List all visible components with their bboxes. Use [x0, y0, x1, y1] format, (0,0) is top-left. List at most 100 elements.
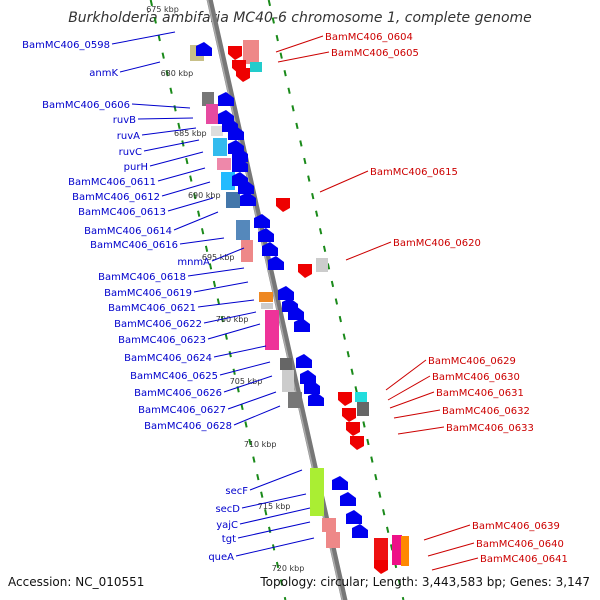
gene-label-left[interactable]: mnmA [177, 257, 210, 268]
forward-gene-arrow [268, 256, 284, 270]
scale-label: 710 kbp [244, 440, 277, 449]
gene-label-left[interactable]: BamMC406_0614 [84, 226, 172, 237]
gene-label-right[interactable]: BamMC406_0633 [446, 423, 534, 434]
forward-gene-arrow [232, 158, 248, 172]
left-gene-leader [143, 139, 200, 152]
gene-label-left[interactable]: BamMC406_0627 [138, 405, 226, 416]
gene-box [357, 402, 369, 416]
gene-box [355, 392, 367, 402]
gene-label-left[interactable]: anmK [89, 68, 118, 79]
gene-label-right[interactable]: BamMC406_0630 [432, 372, 520, 383]
gene-box [265, 310, 279, 350]
forward-gene-arrow [232, 148, 248, 162]
left-gene-leader [237, 521, 311, 539]
left-gene-leader [197, 299, 255, 308]
gene-label-left[interactable]: BamMC406_0616 [90, 240, 178, 251]
gene-label-left[interactable]: yajC [216, 520, 238, 531]
gene-box [226, 192, 240, 208]
gene-label-left[interactable]: BamMC406_0598 [22, 40, 110, 51]
gene-label-left[interactable]: BamMC406_0611 [68, 177, 156, 188]
gene-label-right[interactable]: BamMC406_0640 [476, 539, 564, 550]
left-gene-leader [241, 493, 307, 509]
forward-gene-arrow [196, 42, 212, 56]
forward-gene-arrow [296, 354, 312, 368]
gene-label-left[interactable]: BamMC406_0612 [72, 192, 160, 203]
left-gene-leader [149, 151, 204, 167]
gene-label-left[interactable]: queA [208, 552, 234, 563]
gene-label-right[interactable]: BamMC406_0615 [370, 167, 458, 178]
left-gene-leader [233, 405, 281, 426]
reverse-gene-arrow [374, 560, 388, 574]
scale-label: 675 kbp [146, 5, 179, 14]
right-gene-leader [423, 524, 471, 541]
gene-label-left[interactable]: ruvB [113, 115, 136, 126]
forward-gene-arrow [218, 92, 234, 106]
left-gene-leader [207, 323, 261, 340]
right-gene-leader [393, 409, 441, 419]
gene-label-right[interactable]: BamMC406_0641 [480, 554, 568, 565]
forward-gene-arrow [288, 306, 304, 320]
gene-label-left[interactable]: BamMC406_0624 [124, 353, 212, 364]
gene-label-left[interactable]: BamMC406_0622 [114, 319, 202, 330]
right-gene-leader [319, 170, 369, 193]
forward-gene-arrow [254, 214, 270, 228]
forward-gene-arrow [332, 476, 348, 490]
gene-label-left[interactable]: ruvC [119, 147, 142, 158]
gene-label-right[interactable]: BamMC406_0632 [442, 406, 530, 417]
forward-gene-arrow [308, 392, 324, 406]
gene-label-right[interactable]: BamMC406_0620 [393, 238, 481, 249]
scale-label: 705 kbp [230, 377, 263, 386]
left-gene-leader [131, 103, 191, 109]
scale-label: 680 kbp [161, 69, 194, 78]
gene-label-left[interactable]: secD [215, 504, 240, 515]
gene-label-left[interactable]: tgt [222, 534, 236, 545]
right-gene-leader [345, 241, 392, 261]
gene-box [261, 303, 273, 309]
left-gene-leader [161, 181, 211, 197]
left-gene-leader [141, 127, 197, 136]
left-gene-leader [157, 167, 206, 182]
gene-box [236, 220, 250, 240]
reverse-gene-arrow [350, 436, 364, 450]
reverse-gene-arrow [276, 198, 290, 212]
left-gene-leader [223, 375, 273, 393]
gene-label-left[interactable]: BamMC406_0613 [78, 207, 166, 218]
left-gene-leader [203, 311, 257, 324]
left-gene-leader [235, 537, 315, 557]
forward-gene-arrow [238, 180, 254, 194]
gene-label-left[interactable]: BamMC406_0619 [104, 288, 192, 299]
scale-label: 695 kbp [202, 253, 235, 262]
gene-label-left[interactable]: BamMC406_0623 [118, 335, 206, 346]
gene-label-left[interactable]: ruvA [117, 131, 140, 142]
gene-label-left[interactable]: BamMC406_0625 [130, 371, 218, 382]
gene-label-left[interactable]: BamMC406_0621 [108, 303, 196, 314]
forward-gene-arrow [278, 286, 294, 300]
gene-label-left[interactable]: BamMC406_0626 [134, 388, 222, 399]
gene-box [280, 358, 292, 370]
forward-gene-arrow [258, 228, 274, 242]
gene-label-right[interactable]: BamMC406_0631 [436, 388, 524, 399]
accession-text: Accession: NC_010551 [8, 575, 145, 589]
left-gene-leader [211, 247, 245, 262]
forward-gene-arrow [262, 242, 278, 256]
forward-gene-arrow [240, 192, 256, 206]
gene-label-right[interactable]: BamMC406_0629 [428, 356, 516, 367]
gene-box [241, 240, 253, 262]
gene-label-right[interactable]: BamMC406_0639 [472, 521, 560, 532]
right-gene-leader [389, 391, 435, 409]
left-gene-leader [119, 61, 161, 73]
gene-label-right[interactable]: BamMC406_0604 [325, 32, 413, 43]
gene-label-left[interactable]: BamMC406_0618 [98, 272, 186, 283]
left-gene-leader [137, 117, 194, 120]
scale-label: 685 kbp [174, 129, 207, 138]
gene-label-left[interactable]: secF [225, 486, 248, 497]
gene-label-left[interactable]: BamMC406_0628 [144, 421, 232, 432]
gene-label-right[interactable]: BamMC406_0605 [331, 48, 419, 59]
map-title: Burkholderia ambifaria MC40-6 chromosome… [68, 10, 532, 26]
right-rail [267, 0, 405, 600]
reverse-gene-arrow [228, 46, 242, 60]
scale-label: 690 kbp [188, 191, 221, 200]
left-gene-leader [249, 469, 303, 491]
gene-label-left[interactable]: BamMC406_0606 [42, 100, 130, 111]
gene-label-left[interactable]: purH [124, 162, 148, 173]
